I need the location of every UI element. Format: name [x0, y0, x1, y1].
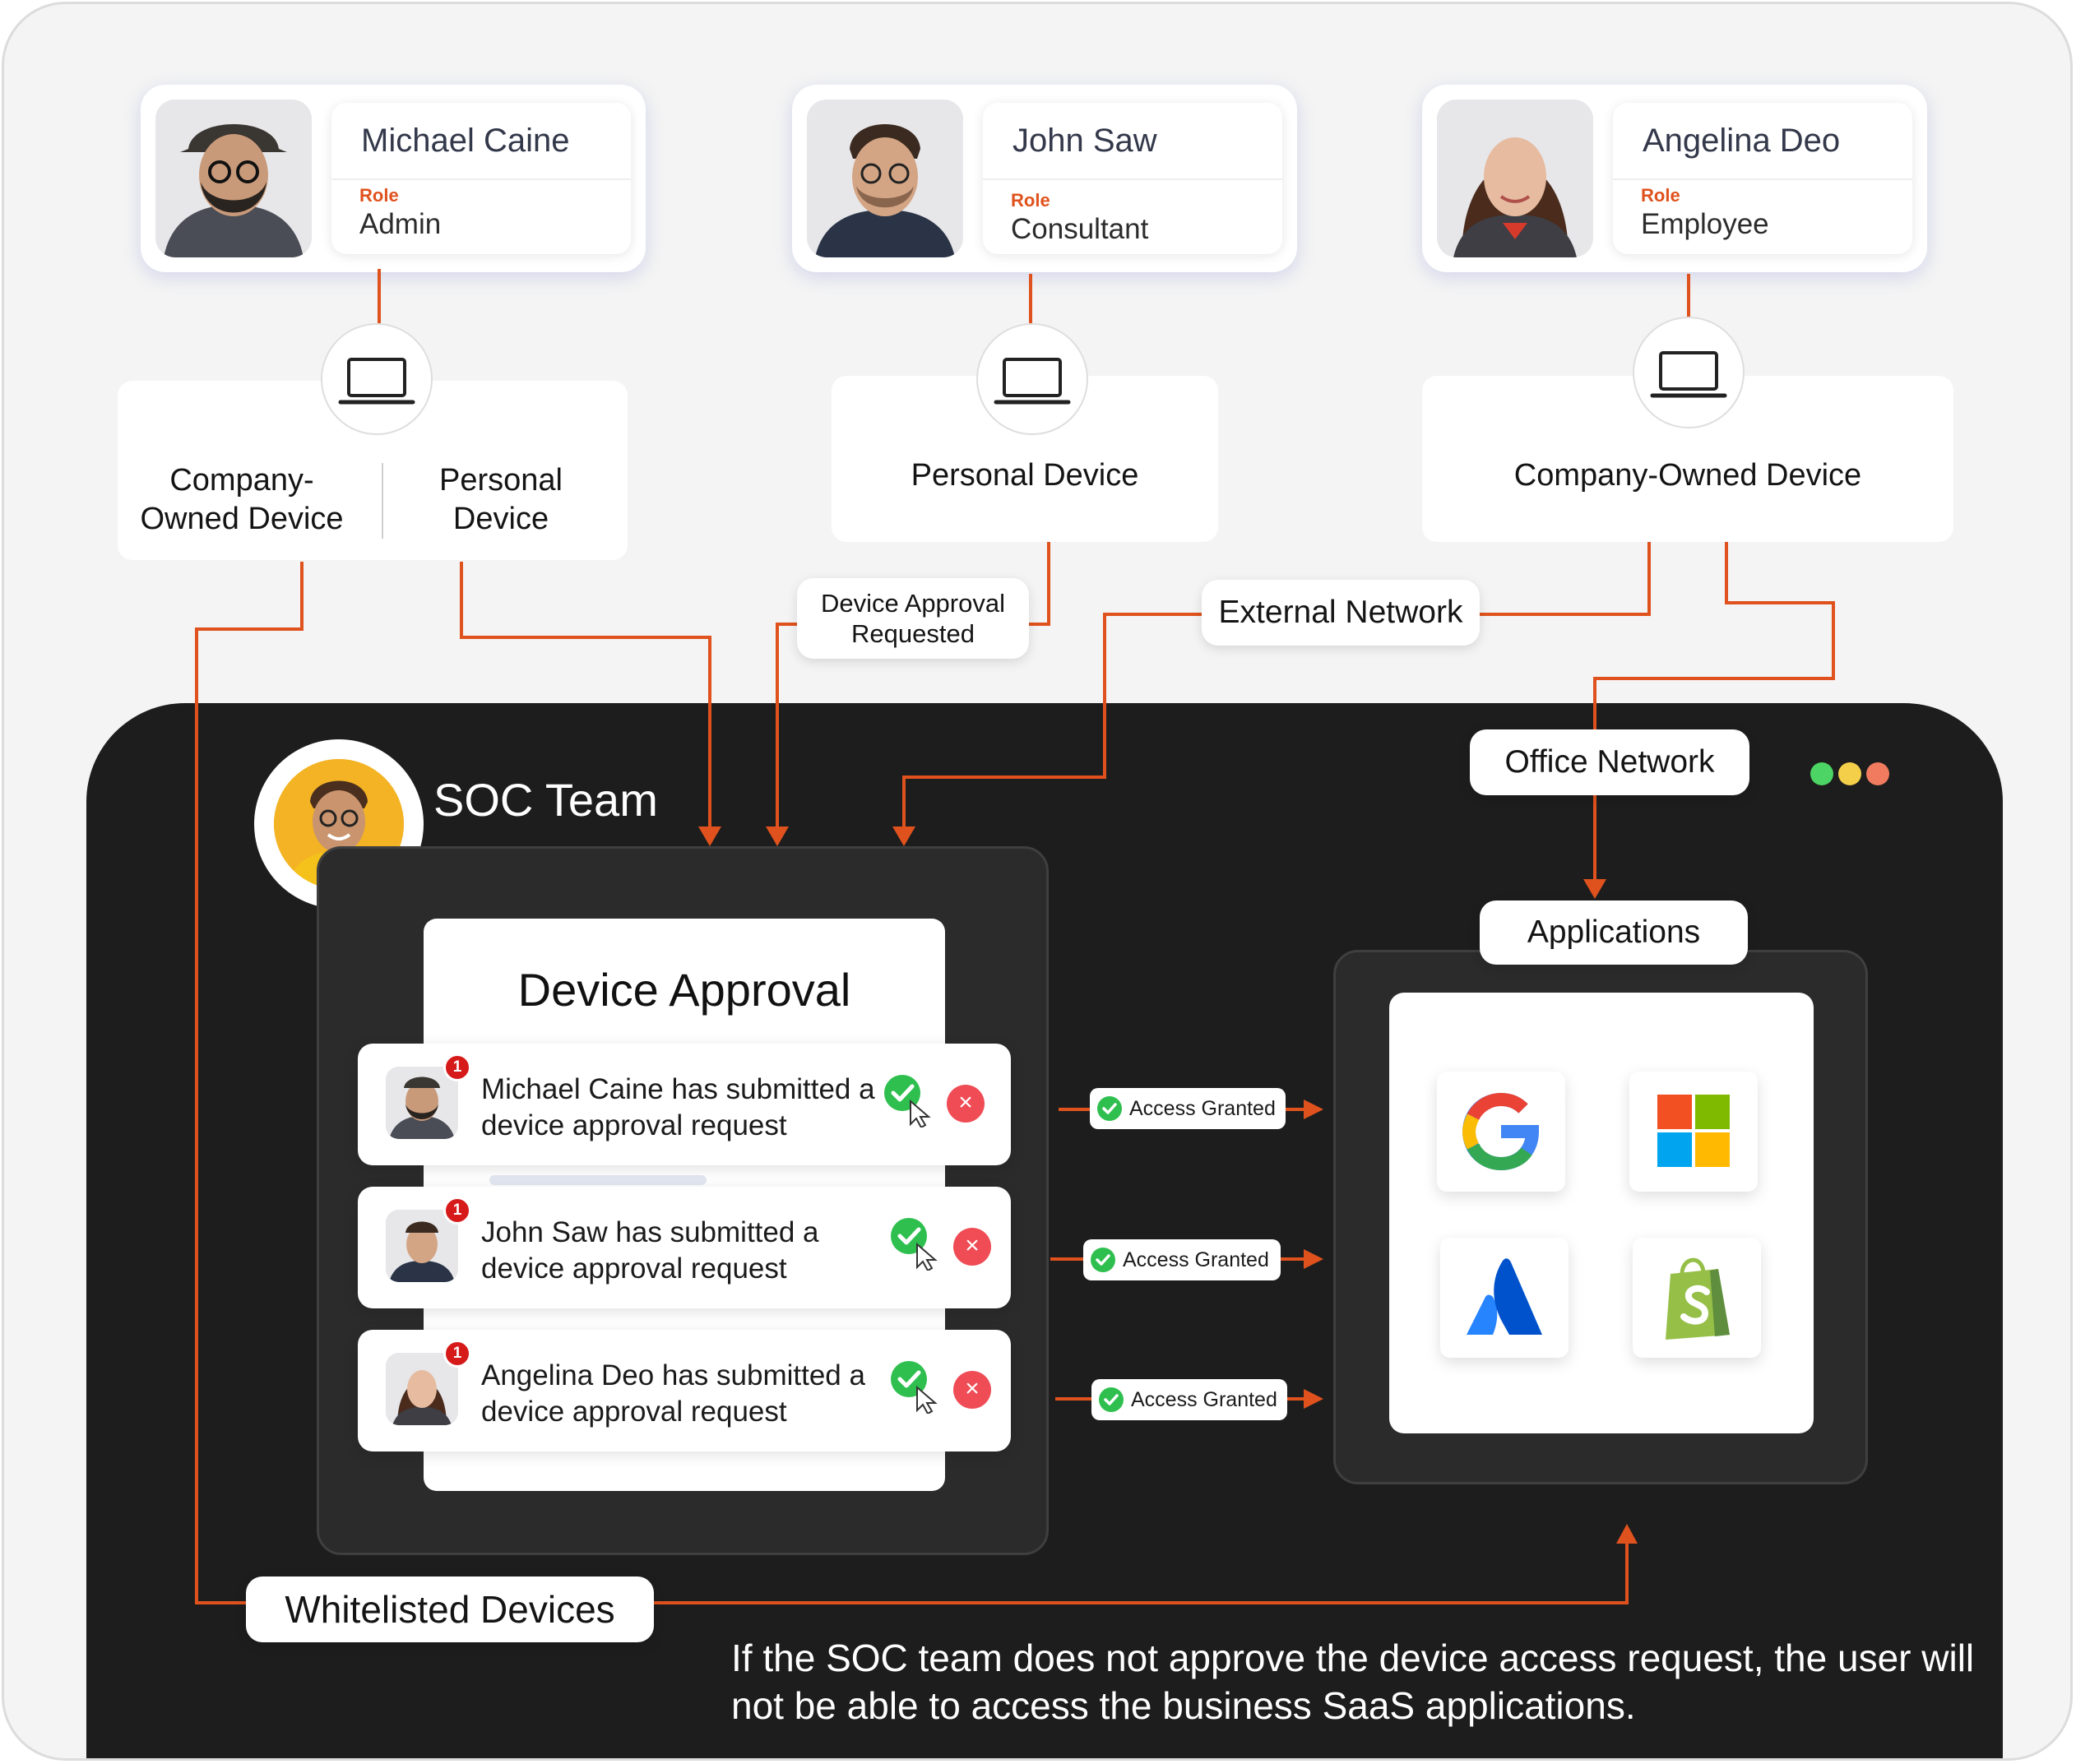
window-dot-green — [1810, 762, 1833, 785]
reject-button[interactable]: × — [953, 1228, 991, 1266]
access-granted-text: Access Granted — [1129, 1096, 1276, 1120]
scroll-indicator — [489, 1175, 707, 1185]
google-icon[interactable] — [1437, 1072, 1565, 1192]
user-name: Angelina Deo — [1643, 123, 1841, 159]
applications-card — [1389, 993, 1814, 1433]
avatar — [386, 1067, 458, 1139]
check-icon — [1097, 1096, 1122, 1121]
user-name: John Saw — [1013, 123, 1157, 159]
request-text: Michael Caine has submitted a device app… — [481, 1073, 875, 1141]
office-network-label: Office Network — [1470, 729, 1749, 795]
whitelisted-devices-label: Whitelisted Devices — [246, 1576, 654, 1642]
microsoft-icon[interactable] — [1629, 1072, 1758, 1192]
divider — [331, 178, 631, 180]
avatar — [386, 1353, 458, 1425]
check-icon — [1091, 1248, 1115, 1272]
user-role: Admin — [359, 208, 442, 240]
avatar — [155, 100, 312, 257]
user-card-angelina: Angelina Deo Role Employee — [1422, 85, 1927, 272]
user-role: Employee — [1641, 208, 1769, 240]
user-info: Angelina Deo Role Employee — [1613, 103, 1912, 254]
access-granted-badge: Access Granted — [1090, 1088, 1286, 1129]
notification-badge: 1 — [443, 1053, 471, 1081]
atlassian-icon[interactable] — [1440, 1238, 1569, 1358]
external-network-label: External Network — [1202, 580, 1480, 646]
role-label: Role — [1011, 190, 1050, 211]
request-text: Angelina Deo has submitted a device appr… — [481, 1359, 865, 1428]
shopify-icon[interactable] — [1633, 1238, 1761, 1358]
access-granted-badge: Access Granted — [1091, 1379, 1287, 1420]
approve-button[interactable] — [881, 1070, 938, 1129]
role-label: Role — [359, 185, 399, 206]
avatar — [807, 100, 963, 257]
soc-team-title: SOC Team — [433, 774, 658, 826]
role-label: Role — [1641, 185, 1680, 206]
divider — [1613, 178, 1912, 180]
approve-button[interactable] — [887, 1213, 945, 1272]
avatar — [386, 1210, 458, 1282]
check-icon — [1099, 1387, 1124, 1412]
avatar — [1437, 100, 1593, 257]
user-role: Consultant — [1011, 213, 1149, 245]
access-granted-text: Access Granted — [1123, 1248, 1269, 1271]
request-text: John Saw has submitted a device approval… — [481, 1216, 819, 1285]
access-granted-badge: Access Granted — [1083, 1239, 1281, 1280]
laptop-icon — [1633, 317, 1745, 428]
divider — [983, 178, 1282, 180]
personal-device-label: Personal Device — [439, 463, 563, 536]
personal-device-label: Personal Device — [911, 458, 1139, 493]
approve-button[interactable] — [887, 1356, 945, 1415]
notification-badge: 1 — [443, 1340, 471, 1368]
reject-button[interactable]: × — [947, 1085, 985, 1123]
user-name: Michael Caine — [361, 123, 570, 159]
approval-request-john: 1 John Saw has submitted a device approv… — [358, 1187, 1011, 1308]
notification-badge: 1 — [443, 1197, 471, 1225]
window-dot-red — [1866, 762, 1889, 785]
user-card-john: John Saw Role Consultant — [792, 85, 1297, 272]
user-info: Michael Caine Role Admin — [331, 103, 631, 254]
company-owned-device-label: Company- Owned Device — [140, 463, 344, 536]
approval-request-angelina: 1 Angelina Deo has submitted a device ap… — [358, 1330, 1011, 1451]
laptop-icon — [976, 323, 1088, 435]
user-info: John Saw Role Consultant — [983, 103, 1282, 254]
device-approval-requested-label: Device Approval Requested — [797, 578, 1029, 659]
footer-note: If the SOC team does not approve the dev… — [731, 1637, 1975, 1727]
laptop-icon — [321, 323, 433, 435]
applications-label: Applications — [1480, 901, 1748, 965]
access-granted-text: Access Granted — [1131, 1387, 1277, 1411]
approval-request-michael: 1 Michael Caine has submitted a device a… — [358, 1044, 1011, 1165]
device-approval-title: Device Approval — [517, 964, 851, 1016]
company-owned-device-label: Company-Owned Device — [1513, 458, 1862, 493]
divider — [382, 463, 383, 539]
user-card-michael: Michael Caine Role Admin — [141, 85, 646, 272]
reject-button[interactable]: × — [953, 1371, 991, 1409]
window-dot-yellow — [1838, 762, 1861, 785]
